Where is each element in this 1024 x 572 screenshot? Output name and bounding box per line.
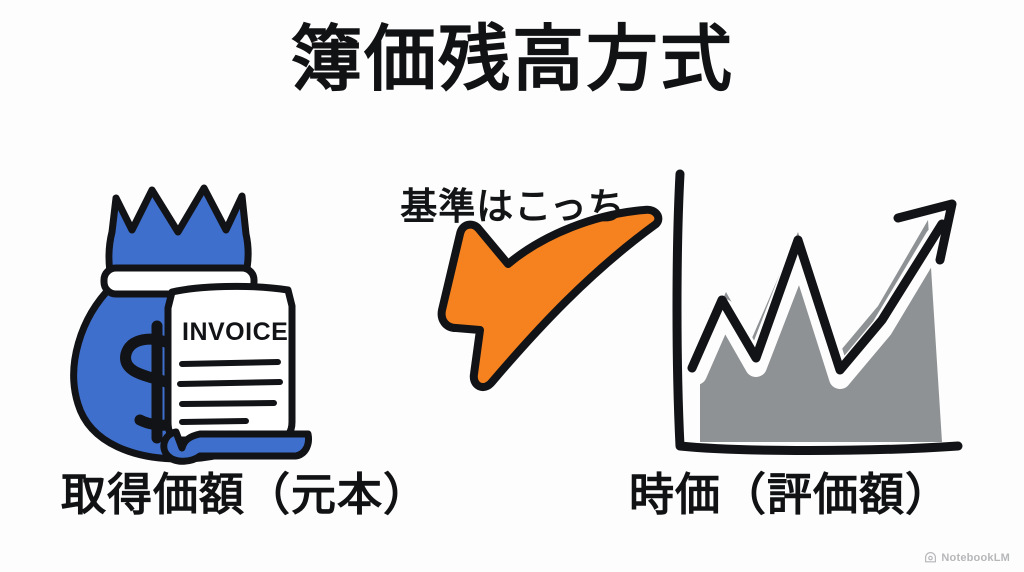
caption-left: 取得価額（元本） — [60, 468, 429, 521]
arrow-shape — [437, 205, 663, 392]
money-bag-with-invoice-illustration: INVOICE — [60, 160, 390, 470]
growth-chart-arrow-icon — [672, 169, 963, 455]
curved-left-arrow-icon — [368, 168, 668, 408]
watermark: NotebookLM — [924, 551, 1010, 564]
invoice-title-text: INVOICE — [182, 318, 288, 346]
rising-stock-chart-illustration — [660, 160, 980, 470]
watermark-label: NotebookLM — [941, 551, 1010, 564]
chart-arrowhead — [893, 199, 957, 265]
page-title: 簿価残高方式 — [289, 17, 734, 101]
arrow-annotation-label: 基準はこっち — [400, 185, 626, 228]
chart-axes — [672, 169, 963, 455]
notebooklm-logo-icon — [925, 552, 937, 563]
invoice-curl — [160, 428, 312, 465]
money-bag-icon: INVOICE — [70, 184, 312, 465]
arrow-body — [437, 205, 663, 392]
chart-trend-line — [687, 219, 947, 375]
caption-right: 時価（評価額） — [628, 468, 951, 521]
